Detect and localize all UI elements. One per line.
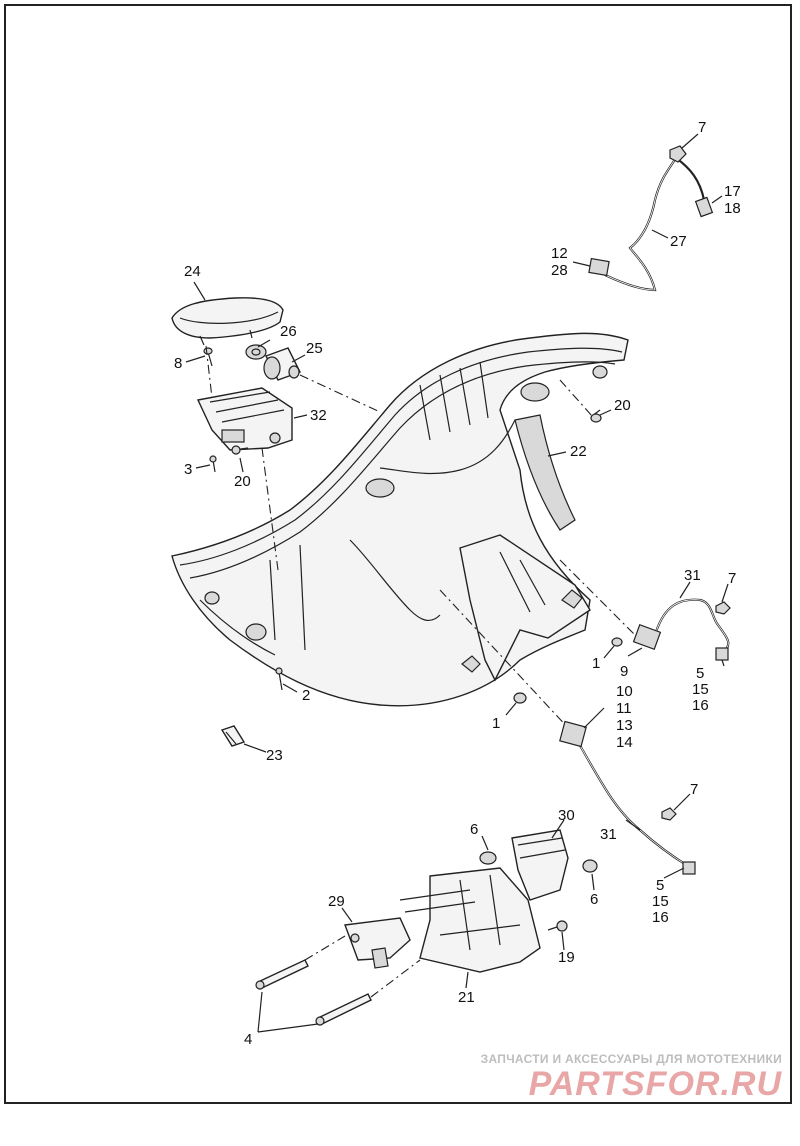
callout-8: 8 (174, 355, 182, 372)
callout-3: 3 (184, 461, 192, 478)
callout-15-lower: 15 (652, 893, 669, 910)
callout-19: 19 (558, 949, 575, 966)
nut-6b (582, 859, 598, 873)
callout-7-mid: 7 (728, 570, 736, 587)
screw-8 (203, 347, 213, 367)
harness-31a (632, 598, 731, 661)
assembly-line-screw-20b (559, 379, 593, 417)
callout-1-right: 1 (592, 655, 600, 672)
leader-lines (185, 133, 729, 1033)
bracket-30 (511, 829, 569, 901)
callout-12: 12 (551, 245, 568, 262)
screw-1b (513, 692, 527, 704)
callout-30: 30 (558, 807, 575, 824)
harness-27 (588, 145, 714, 292)
assembly-line-connector-10 (439, 589, 571, 731)
callout-11: 11 (616, 700, 632, 717)
assembly-line-rod-lower (370, 959, 421, 998)
callout-7-lower: 7 (690, 781, 698, 798)
callout-27: 27 (670, 233, 687, 250)
callout-labels: 24 26 25 8 32 3 20 7 17 18 12 28 27 20 2… (174, 119, 741, 1048)
callout-31-upper: 31 (684, 567, 701, 584)
watermark-logo: PARTSFOR.RU (528, 1065, 782, 1103)
cover-24 (171, 297, 284, 346)
inner-panel (459, 534, 591, 682)
callout-29: 29 (328, 893, 345, 910)
callout-9: 9 (620, 663, 628, 680)
callout-31-lower: 31 (600, 826, 617, 843)
callout-7-top: 7 (698, 119, 706, 136)
screw-1a (611, 637, 623, 647)
callout-25: 25 (306, 340, 323, 357)
assembly-line-cover (205, 345, 213, 399)
nut-6a (479, 851, 497, 865)
watermark: ЗАПЧАСТИ И АКСЕССУАРЫ ДЛЯ МОТОТЕХНИКИ PA… (481, 1052, 782, 1102)
callout-22: 22 (570, 443, 587, 460)
callout-20-right: 20 (614, 397, 631, 414)
callout-28: 28 (551, 262, 568, 279)
outer-fairing (171, 332, 629, 707)
callout-4: 4 (244, 1031, 252, 1048)
assembly-line-rod-upper (304, 935, 346, 961)
rods-4 (255, 959, 372, 1026)
callout-2: 2 (302, 687, 310, 704)
callout-6-left: 6 (470, 821, 478, 838)
callout-21: 21 (458, 989, 475, 1006)
bracket-21 (399, 867, 541, 973)
callout-5-lower: 5 (656, 877, 664, 894)
callout-15-upper: 15 (692, 681, 709, 698)
callout-10: 10 (616, 683, 633, 700)
grommet-26 (245, 344, 267, 360)
callout-23: 23 (266, 747, 283, 764)
callout-5-upper: 5 (696, 665, 704, 682)
callout-20-left: 20 (234, 473, 251, 490)
assembly-line-socket (299, 374, 381, 413)
callout-32: 32 (310, 407, 327, 424)
callout-18: 18 (724, 200, 741, 217)
bracket-29 (344, 917, 411, 969)
callout-13: 13 (616, 717, 633, 734)
screw-2 (275, 667, 283, 691)
screw-20b (590, 409, 602, 423)
assembly-line-module (261, 447, 279, 571)
callout-6-right: 6 (590, 891, 598, 908)
module-32 (196, 387, 293, 451)
watermark-tagline: ЗАПЧАСТИ И АКСЕССУАРЫ ДЛЯ МОТОТЕХНИКИ (480, 1052, 782, 1066)
callout-16-upper: 16 (692, 697, 709, 714)
callout-24: 24 (184, 263, 201, 280)
callout-1-left: 1 (492, 715, 500, 732)
clip-23 (220, 725, 246, 747)
callout-14: 14 (616, 734, 633, 751)
bolt-19 (547, 920, 568, 932)
callout-17: 17 (724, 183, 741, 200)
callout-26: 26 (280, 323, 297, 340)
screw-20a (231, 445, 249, 455)
callout-16-lower: 16 (652, 909, 669, 926)
socket-25 (263, 347, 301, 381)
screw-3 (209, 455, 217, 473)
